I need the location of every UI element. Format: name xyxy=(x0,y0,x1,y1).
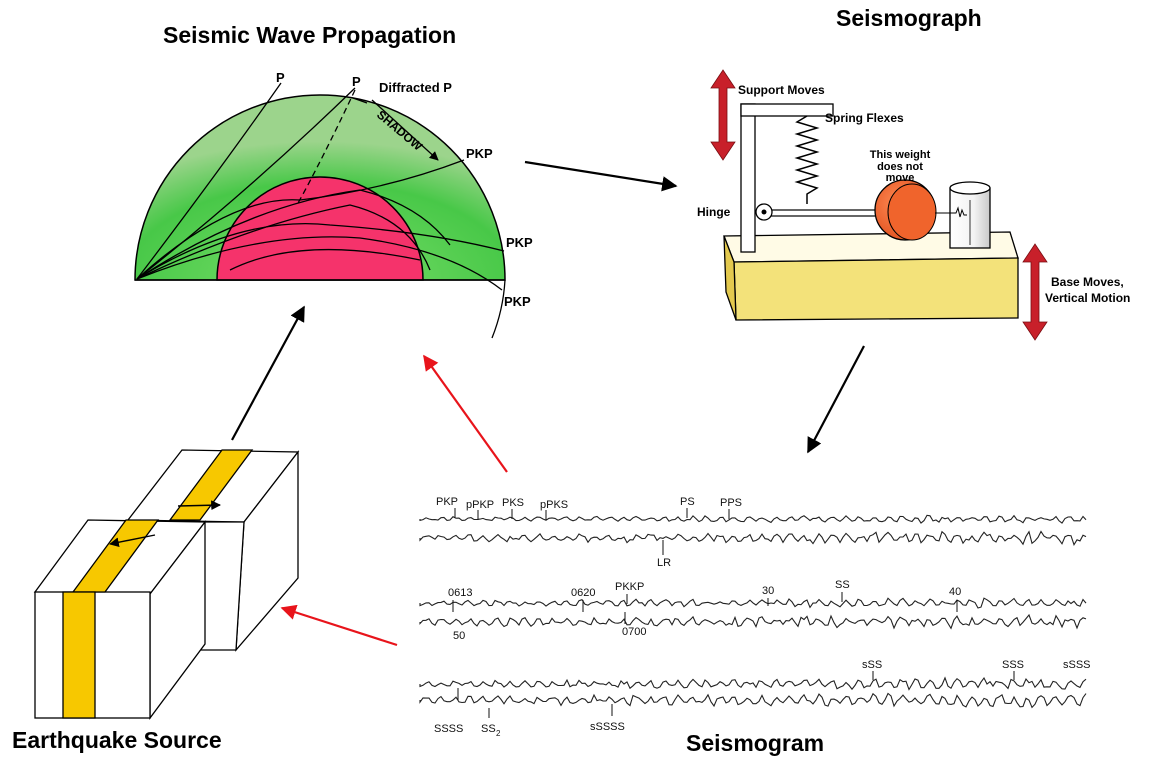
sg-0613: 0613 xyxy=(448,587,472,599)
sg-ssss: SSSS xyxy=(434,723,463,735)
drum-top xyxy=(949,181,991,195)
base-side xyxy=(723,235,737,321)
label-pkp-3: PKP xyxy=(504,294,531,309)
sg-sss: SSS xyxy=(1002,659,1024,671)
label-pkp-2: PKP xyxy=(506,235,533,250)
ray-core-3 xyxy=(229,248,421,271)
boom-arm xyxy=(765,209,879,217)
sg-30: 30 xyxy=(762,585,774,597)
sg-sssss: sSSSS xyxy=(590,721,625,733)
earthquake-source-title: Earthquake Source xyxy=(12,727,222,753)
slip-arrow-back xyxy=(177,500,221,511)
spring xyxy=(794,115,820,204)
trace-row2-b xyxy=(419,613,1087,630)
label-p-1: P xyxy=(276,70,285,85)
weight-face xyxy=(887,183,937,241)
seismogram-title: Seismogram xyxy=(686,730,825,756)
sg-sss-small: sSS xyxy=(862,659,882,671)
sg-lr: LR xyxy=(657,557,671,569)
trace-row1-b xyxy=(419,530,1087,546)
fault-blocks xyxy=(33,449,300,720)
arrow-seismogram-to-wave xyxy=(423,354,508,473)
sg-50: 50 xyxy=(453,630,465,642)
ray-pkp-2 xyxy=(136,222,505,280)
base-motion-arrow xyxy=(1022,243,1048,341)
label-weight-line3: move xyxy=(886,172,915,184)
arrow-wave-to-seismograph xyxy=(524,160,678,192)
label-diffracted-p: Diffracted P xyxy=(379,80,452,95)
arrow-seismogram-to-source xyxy=(280,604,398,647)
shadow-tick xyxy=(352,97,368,104)
sg-ppkp: pPKP xyxy=(466,499,494,511)
label-weight-line1: This weight xyxy=(870,149,931,161)
trace-row2-a xyxy=(419,597,1087,609)
frame-post xyxy=(740,103,756,253)
sg-ppks: pPKS xyxy=(540,499,568,511)
core-half-disk xyxy=(216,176,424,281)
ray-p-2 xyxy=(136,87,356,280)
seismogram-markers xyxy=(452,508,1015,718)
drum-trace xyxy=(952,206,967,218)
hinge-pin xyxy=(761,209,767,215)
wave-propagation-title: Seismic Wave Propagation xyxy=(163,22,457,48)
seismograph-device xyxy=(710,69,1048,341)
sg-pks: PKS xyxy=(502,497,524,509)
ray-pkp-3 xyxy=(136,236,503,291)
ray-diffracted xyxy=(296,89,356,206)
frame-arm xyxy=(740,103,834,117)
ray-p-1 xyxy=(136,82,282,280)
ray-core-1 xyxy=(136,189,451,280)
support-motion-arrow xyxy=(710,69,736,161)
arrow-seismograph-to-seismogram xyxy=(807,345,865,454)
sg-ssss-small: sSSS xyxy=(1063,659,1091,671)
sg-pps: PPS xyxy=(720,497,742,509)
seismogram-traces xyxy=(419,514,1087,709)
base-front xyxy=(733,257,1019,321)
label-weight-line2: does not xyxy=(877,161,923,173)
trace-row3-b xyxy=(419,692,1087,709)
ray-paths xyxy=(136,82,505,291)
sg-ps: PS xyxy=(680,496,695,508)
label-support-moves: Support Moves xyxy=(738,83,825,97)
label-pkp-1: PKP xyxy=(466,146,493,161)
fault-strip-front xyxy=(62,591,96,719)
seismograph-title: Seismograph xyxy=(836,5,982,31)
sg-0620: 0620 xyxy=(571,587,595,599)
fault-strip-back xyxy=(168,449,254,521)
label-base-moves: Base Moves, xyxy=(1051,275,1124,289)
label-hinge: Hinge xyxy=(697,205,731,219)
slip-arrow-front xyxy=(109,534,156,548)
sg-ss2: SS xyxy=(481,723,496,735)
outer-boundary-continuation xyxy=(491,279,506,339)
arrow-source-to-wave xyxy=(231,305,305,441)
trace-row3-a xyxy=(419,676,1087,691)
label-p-2: P xyxy=(352,74,361,89)
label-vertical-motion: Vertical Motion xyxy=(1045,291,1130,305)
sg-40: 40 xyxy=(949,586,961,598)
shadow-arrow xyxy=(371,99,439,161)
sg-ss2-subscript: 2 xyxy=(496,729,501,738)
sg-pkp: PKP xyxy=(436,496,458,508)
trace-row1-a xyxy=(419,514,1087,524)
earth-cross-section xyxy=(134,82,506,339)
seismogram-labels: PKP pPKP PKS pPKS PS PPS LR 0613 50 0620… xyxy=(434,496,1091,738)
sg-ss: SS xyxy=(835,579,850,591)
sg-0700: 0700 xyxy=(622,626,646,638)
ray-pkp-1 xyxy=(136,159,465,280)
sg-pkkp: PKKP xyxy=(615,581,644,593)
ray-core-2 xyxy=(136,204,431,280)
label-spring-flexes: Spring Flexes xyxy=(825,111,904,125)
